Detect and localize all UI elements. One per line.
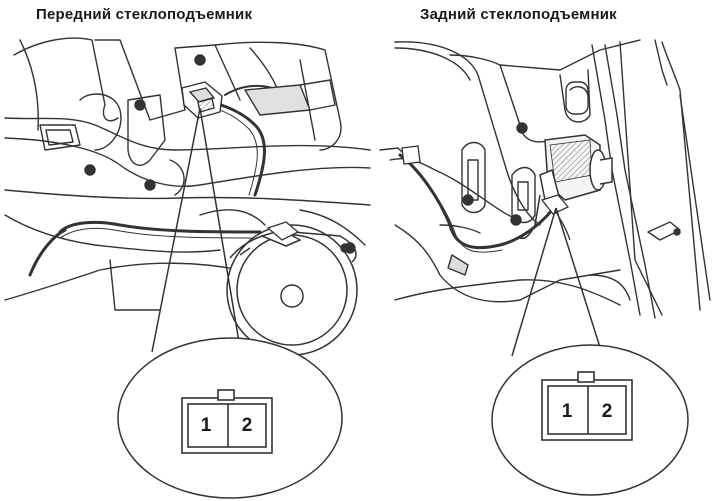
rear-window-regulator-title: Задний стеклоподъемник — [420, 6, 617, 23]
rear-pin-1: 1 — [562, 401, 573, 422]
speaker-connector — [266, 221, 300, 241]
speaker-icon — [226, 224, 358, 356]
rear-motor-connector — [540, 194, 571, 241]
window-motor-icon — [519, 134, 613, 240]
rear-connector-face — [541, 371, 633, 441]
front-door-panel — [4, 37, 371, 311]
rear-connector-callout — [491, 207, 689, 496]
harness-clip — [401, 145, 421, 165]
front-window-regulator-title: Передний стеклоподъемник — [36, 6, 253, 23]
rear-pin-2: 2 — [602, 401, 613, 422]
front-pin-1: 1 — [201, 415, 212, 436]
front-motor-connector — [181, 81, 223, 119]
front-pin-2: 2 — [242, 415, 253, 436]
front-connector-face — [181, 389, 273, 454]
